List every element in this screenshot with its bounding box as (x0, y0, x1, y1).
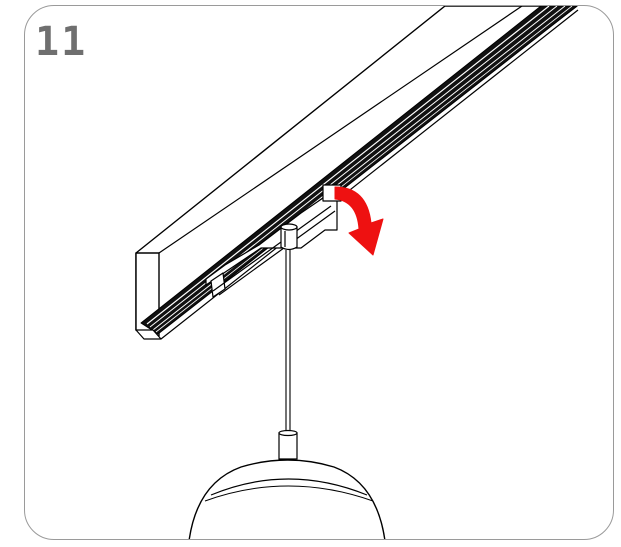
cable-grip (280, 223, 298, 251)
pendant-connector (278, 429, 298, 460)
track-installation-illustration (135, 6, 579, 539)
track-rail (135, 6, 579, 340)
curved-rotate-arrow-icon (334, 186, 384, 256)
step-number: 11 (35, 19, 88, 65)
pendant-shade (188, 459, 386, 539)
suspension-wire (285, 250, 291, 433)
instruction-panel: 11 (24, 5, 614, 540)
